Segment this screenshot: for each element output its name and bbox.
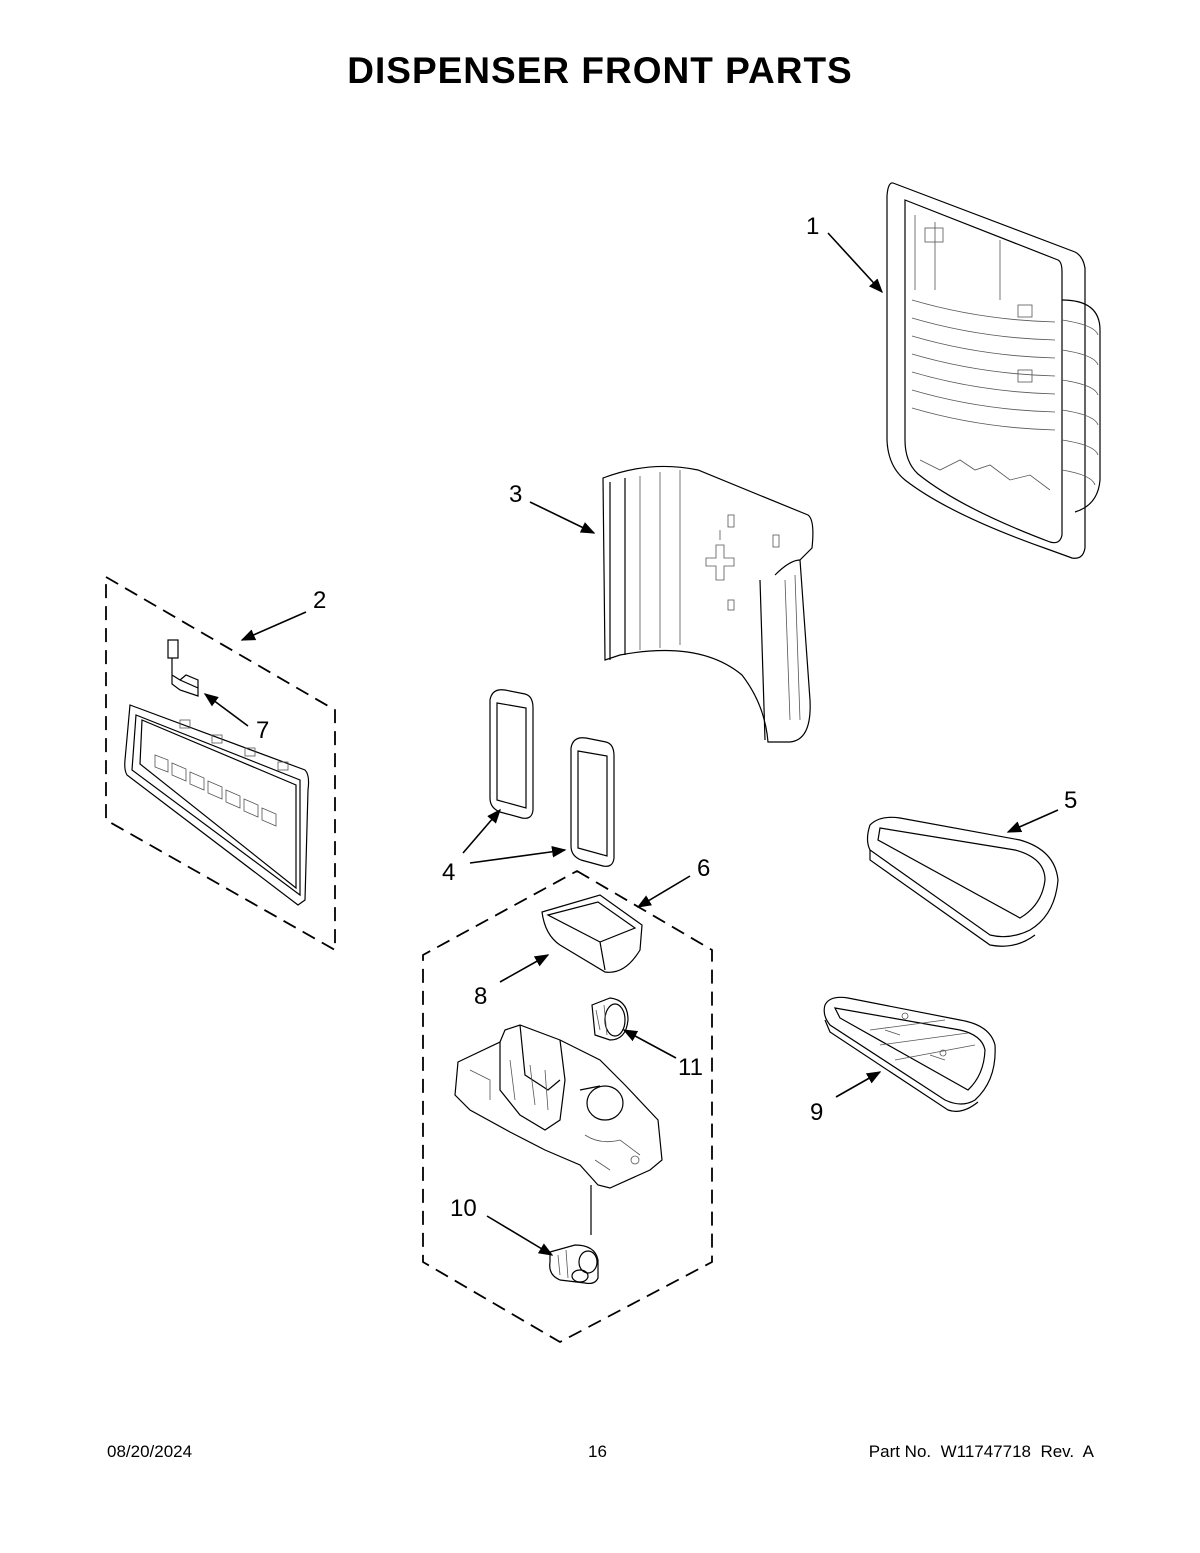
part-3-duct-shroud (602, 465, 814, 743)
callout-1: 1 (806, 213, 819, 240)
part-10-valve (549, 1244, 599, 1285)
callout-11: 11 (678, 1054, 703, 1081)
callout-5: 5 (1064, 787, 1077, 814)
part-7-switch (167, 639, 199, 697)
part-9-grille-tray (823, 996, 996, 1112)
page-title: DISPENSER FRONT PARTS (347, 50, 853, 91)
callout-9: 9 (810, 1099, 823, 1126)
part-2-control-panel-group (105, 575, 336, 952)
part-6-bracket (454, 1024, 663, 1235)
part-6-actuator-group (422, 869, 713, 1344)
callout-10: 10 (450, 1195, 477, 1222)
callout-7: 7 (256, 717, 269, 744)
footer-date: 08/20/2024 (107, 1442, 193, 1461)
callout-arrows (203, 232, 1059, 1256)
callout-8: 8 (474, 983, 487, 1010)
part-5-drip-tray (866, 816, 1059, 947)
callout-6: 6 (697, 855, 710, 882)
callout-4: 4 (442, 859, 455, 886)
part-1-dispenser-housing (886, 182, 1101, 559)
part-11-motor (591, 997, 629, 1041)
callout-2: 2 (313, 587, 326, 614)
part-4-door-pads (489, 689, 615, 867)
footer-page-number: 16 (588, 1442, 607, 1461)
callout-3: 3 (509, 481, 522, 508)
callout-numbers: 1 2 3 4 5 6 7 8 9 10 11 (256, 213, 1077, 1222)
part-8-funnel (541, 894, 643, 973)
footer-part-number: Part No. W11747718 Rev. A (868, 1442, 1094, 1461)
